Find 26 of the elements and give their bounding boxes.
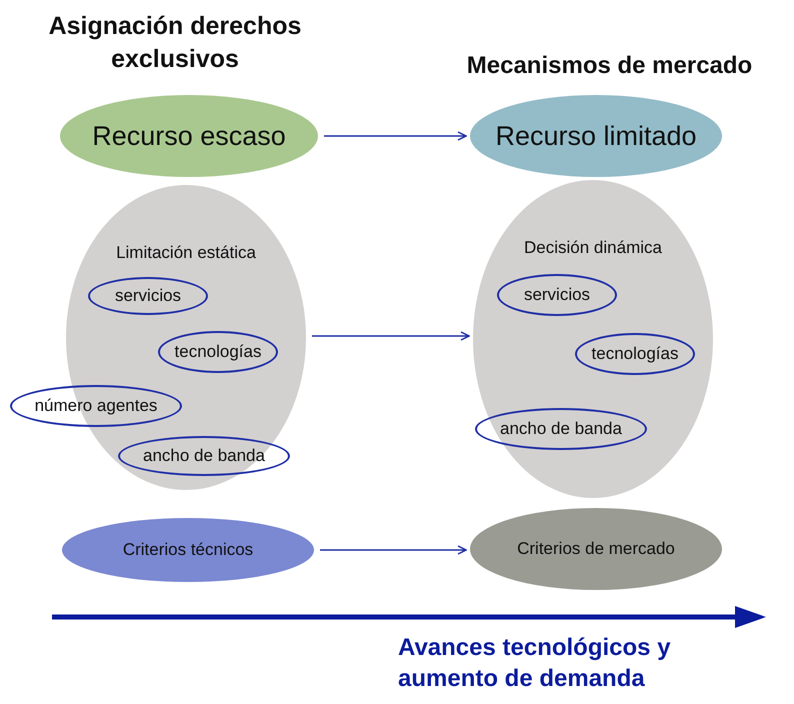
node-label: tecnologías <box>174 342 262 362</box>
axis-caption: Avances tecnológicos y aumento de demanda <box>398 633 672 694</box>
column-heading: Mecanismos de mercado <box>466 51 754 81</box>
column-heading: Asignación derechos exclusivos <box>48 11 302 74</box>
node-label: Criterios técnicos <box>122 540 254 560</box>
node-label: Recurso limitado <box>495 120 697 152</box>
node-label: ancho de banda <box>500 418 622 440</box>
node-label: Decisión dinámica <box>524 238 662 258</box>
oval-tag <box>10 385 182 427</box>
arrow <box>312 331 470 341</box>
oval-tag <box>88 277 208 315</box>
node-label: Recurso escaso <box>92 120 286 152</box>
oval-tag <box>118 436 290 476</box>
node-label: Criterios de mercado <box>517 538 675 560</box>
node-label: servicios <box>114 286 182 306</box>
node-label: tecnologías <box>592 344 678 364</box>
node-label: ancho de banda <box>143 446 265 466</box>
node-label: servicios <box>524 284 590 306</box>
oval-tag <box>158 331 278 373</box>
oval-tag <box>575 333 695 375</box>
node-label: número agentes <box>34 396 158 416</box>
arrow <box>324 131 467 141</box>
oval-tag <box>475 408 647 450</box>
node-label: Limitación estática <box>116 243 256 264</box>
arrow <box>320 545 467 555</box>
oval-tag <box>497 274 617 316</box>
